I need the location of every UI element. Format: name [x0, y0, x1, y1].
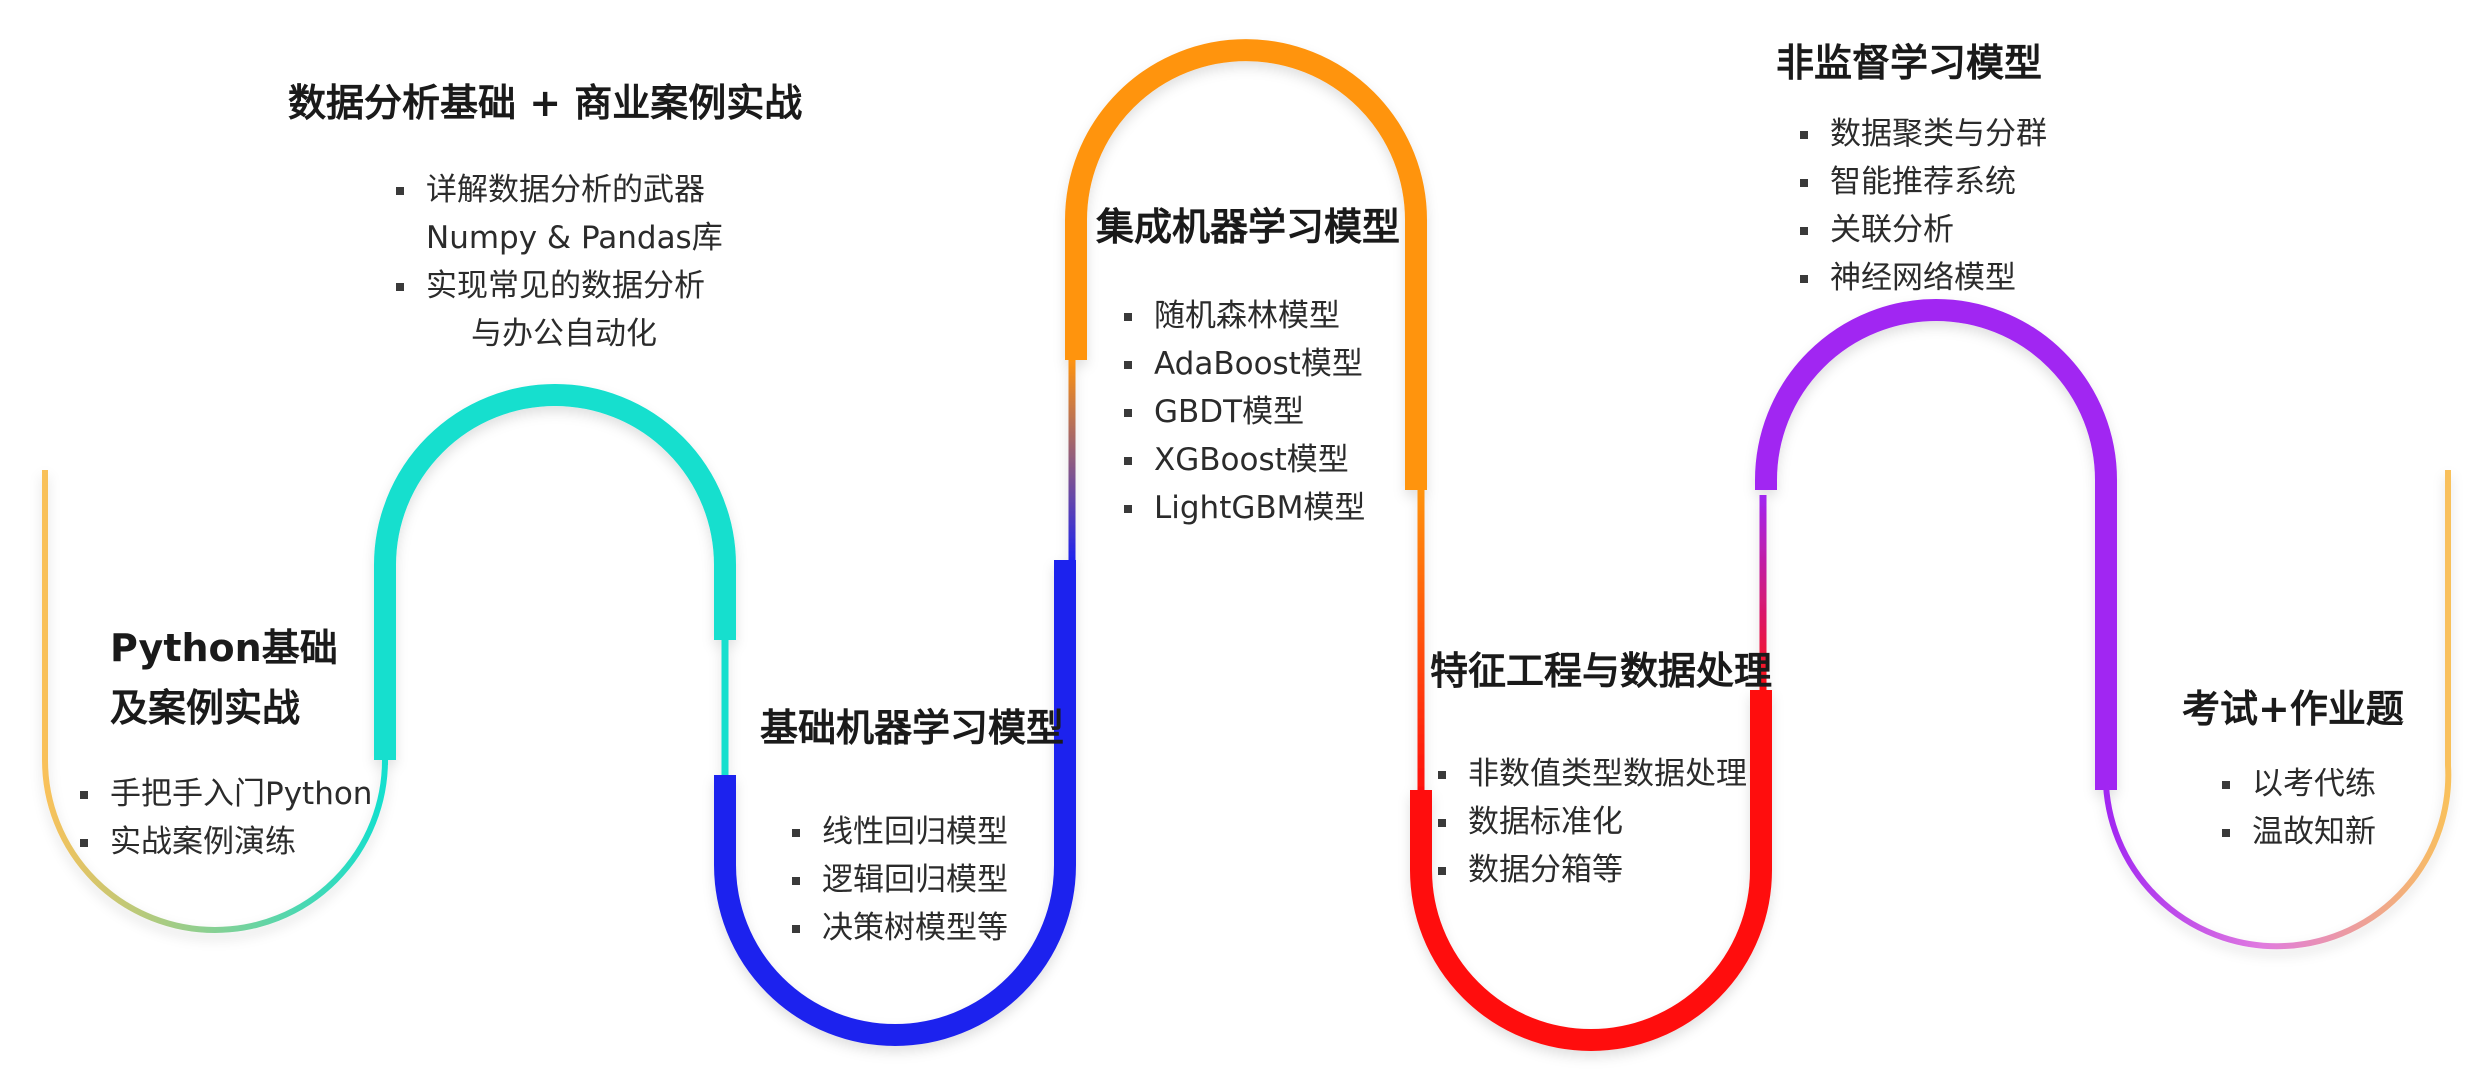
track-segment-5-thick — [1410, 690, 1772, 1051]
track-segment-1 — [42, 470, 388, 933]
list-item: 线性回归模型 — [792, 808, 1008, 856]
section-ensemble-list: 随机森林模型 AdaBoost模型 GBDT模型 XGBoost模型 Light… — [1124, 292, 1365, 532]
list-item: AdaBoost模型 — [1124, 340, 1365, 388]
section-feature-list: 非数值类型数据处理 数据标准化 数据分箱等 — [1438, 750, 1747, 894]
list-item: GBDT模型 — [1124, 388, 1365, 436]
list-item: 以考代练 — [2222, 760, 2376, 808]
section-exam-title: 考试+作业题 — [2182, 687, 2404, 731]
section-basic-ml-list: 线性回归模型 逻辑回归模型 决策树模型等 — [792, 808, 1008, 952]
list-item: 实现常见的数据分析 — [396, 262, 723, 310]
list-item-continuation: Numpy & Pandas库 — [426, 220, 723, 256]
list-item: 随机森林模型 — [1124, 292, 1365, 340]
section-analysis-list: 详解数据分析的武器 Numpy & Pandas库 实现常见的数据分析 与办公自… — [396, 166, 723, 358]
section-feature-title: 特征工程与数据处理 — [1430, 649, 1773, 693]
list-item: 神经网络模型 — [1800, 254, 2047, 302]
list-item-continuation: 与办公自动化 — [471, 316, 657, 352]
list-item: 手把手入门Python — [80, 770, 372, 818]
section-python-title: Python基础 及案例实战 — [110, 618, 338, 738]
list-item: 逻辑回归模型 — [792, 856, 1008, 904]
section-ensemble-title: 集成机器学习模型 — [1096, 205, 1401, 249]
list-item: LightGBM模型 — [1124, 484, 1365, 532]
list-item: 数据标准化 — [1438, 798, 1747, 846]
section-python-title-line-2: 及案例实战 — [110, 686, 301, 730]
list-item: 关联分析 — [1800, 206, 2047, 254]
list-item: 非数值类型数据处理 — [1438, 750, 1747, 798]
section-analysis-title: 数据分析基础 + 商业案例实战 — [288, 81, 803, 125]
list-item: 数据聚类与分群 — [1800, 110, 2047, 158]
list-item: XGBoost模型 — [1124, 436, 1365, 484]
list-item: 温故知新 — [2222, 808, 2376, 856]
track-segment-2-thick — [374, 384, 736, 760]
list-item: 数据分箱等 — [1438, 846, 1747, 894]
track-segment-4-thick — [1065, 39, 1427, 490]
list-item: 实战案例演练 — [80, 818, 372, 866]
track-segment-7 — [2103, 470, 2452, 950]
section-basic-ml-title: 基础机器学习模型 — [760, 706, 1065, 750]
track-segment-3-thick — [714, 560, 1076, 1046]
section-python-title-line-1: Python基础 — [110, 626, 338, 670]
track-segment-6-thick — [1755, 299, 2117, 790]
section-exam-list: 以考代练 温故知新 — [2222, 760, 2376, 856]
list-item: 智能推荐系统 — [1800, 158, 2047, 206]
list-item: 决策树模型等 — [792, 904, 1008, 952]
section-unsupervised-list: 数据聚类与分群 智能推荐系统 关联分析 神经网络模型 — [1800, 110, 2047, 302]
section-unsupervised-title: 非监督学习模型 — [1776, 41, 2043, 85]
list-item: 详解数据分析的武器 — [396, 166, 723, 214]
section-python-list: 手把手入门Python 实战案例演练 — [80, 770, 372, 866]
